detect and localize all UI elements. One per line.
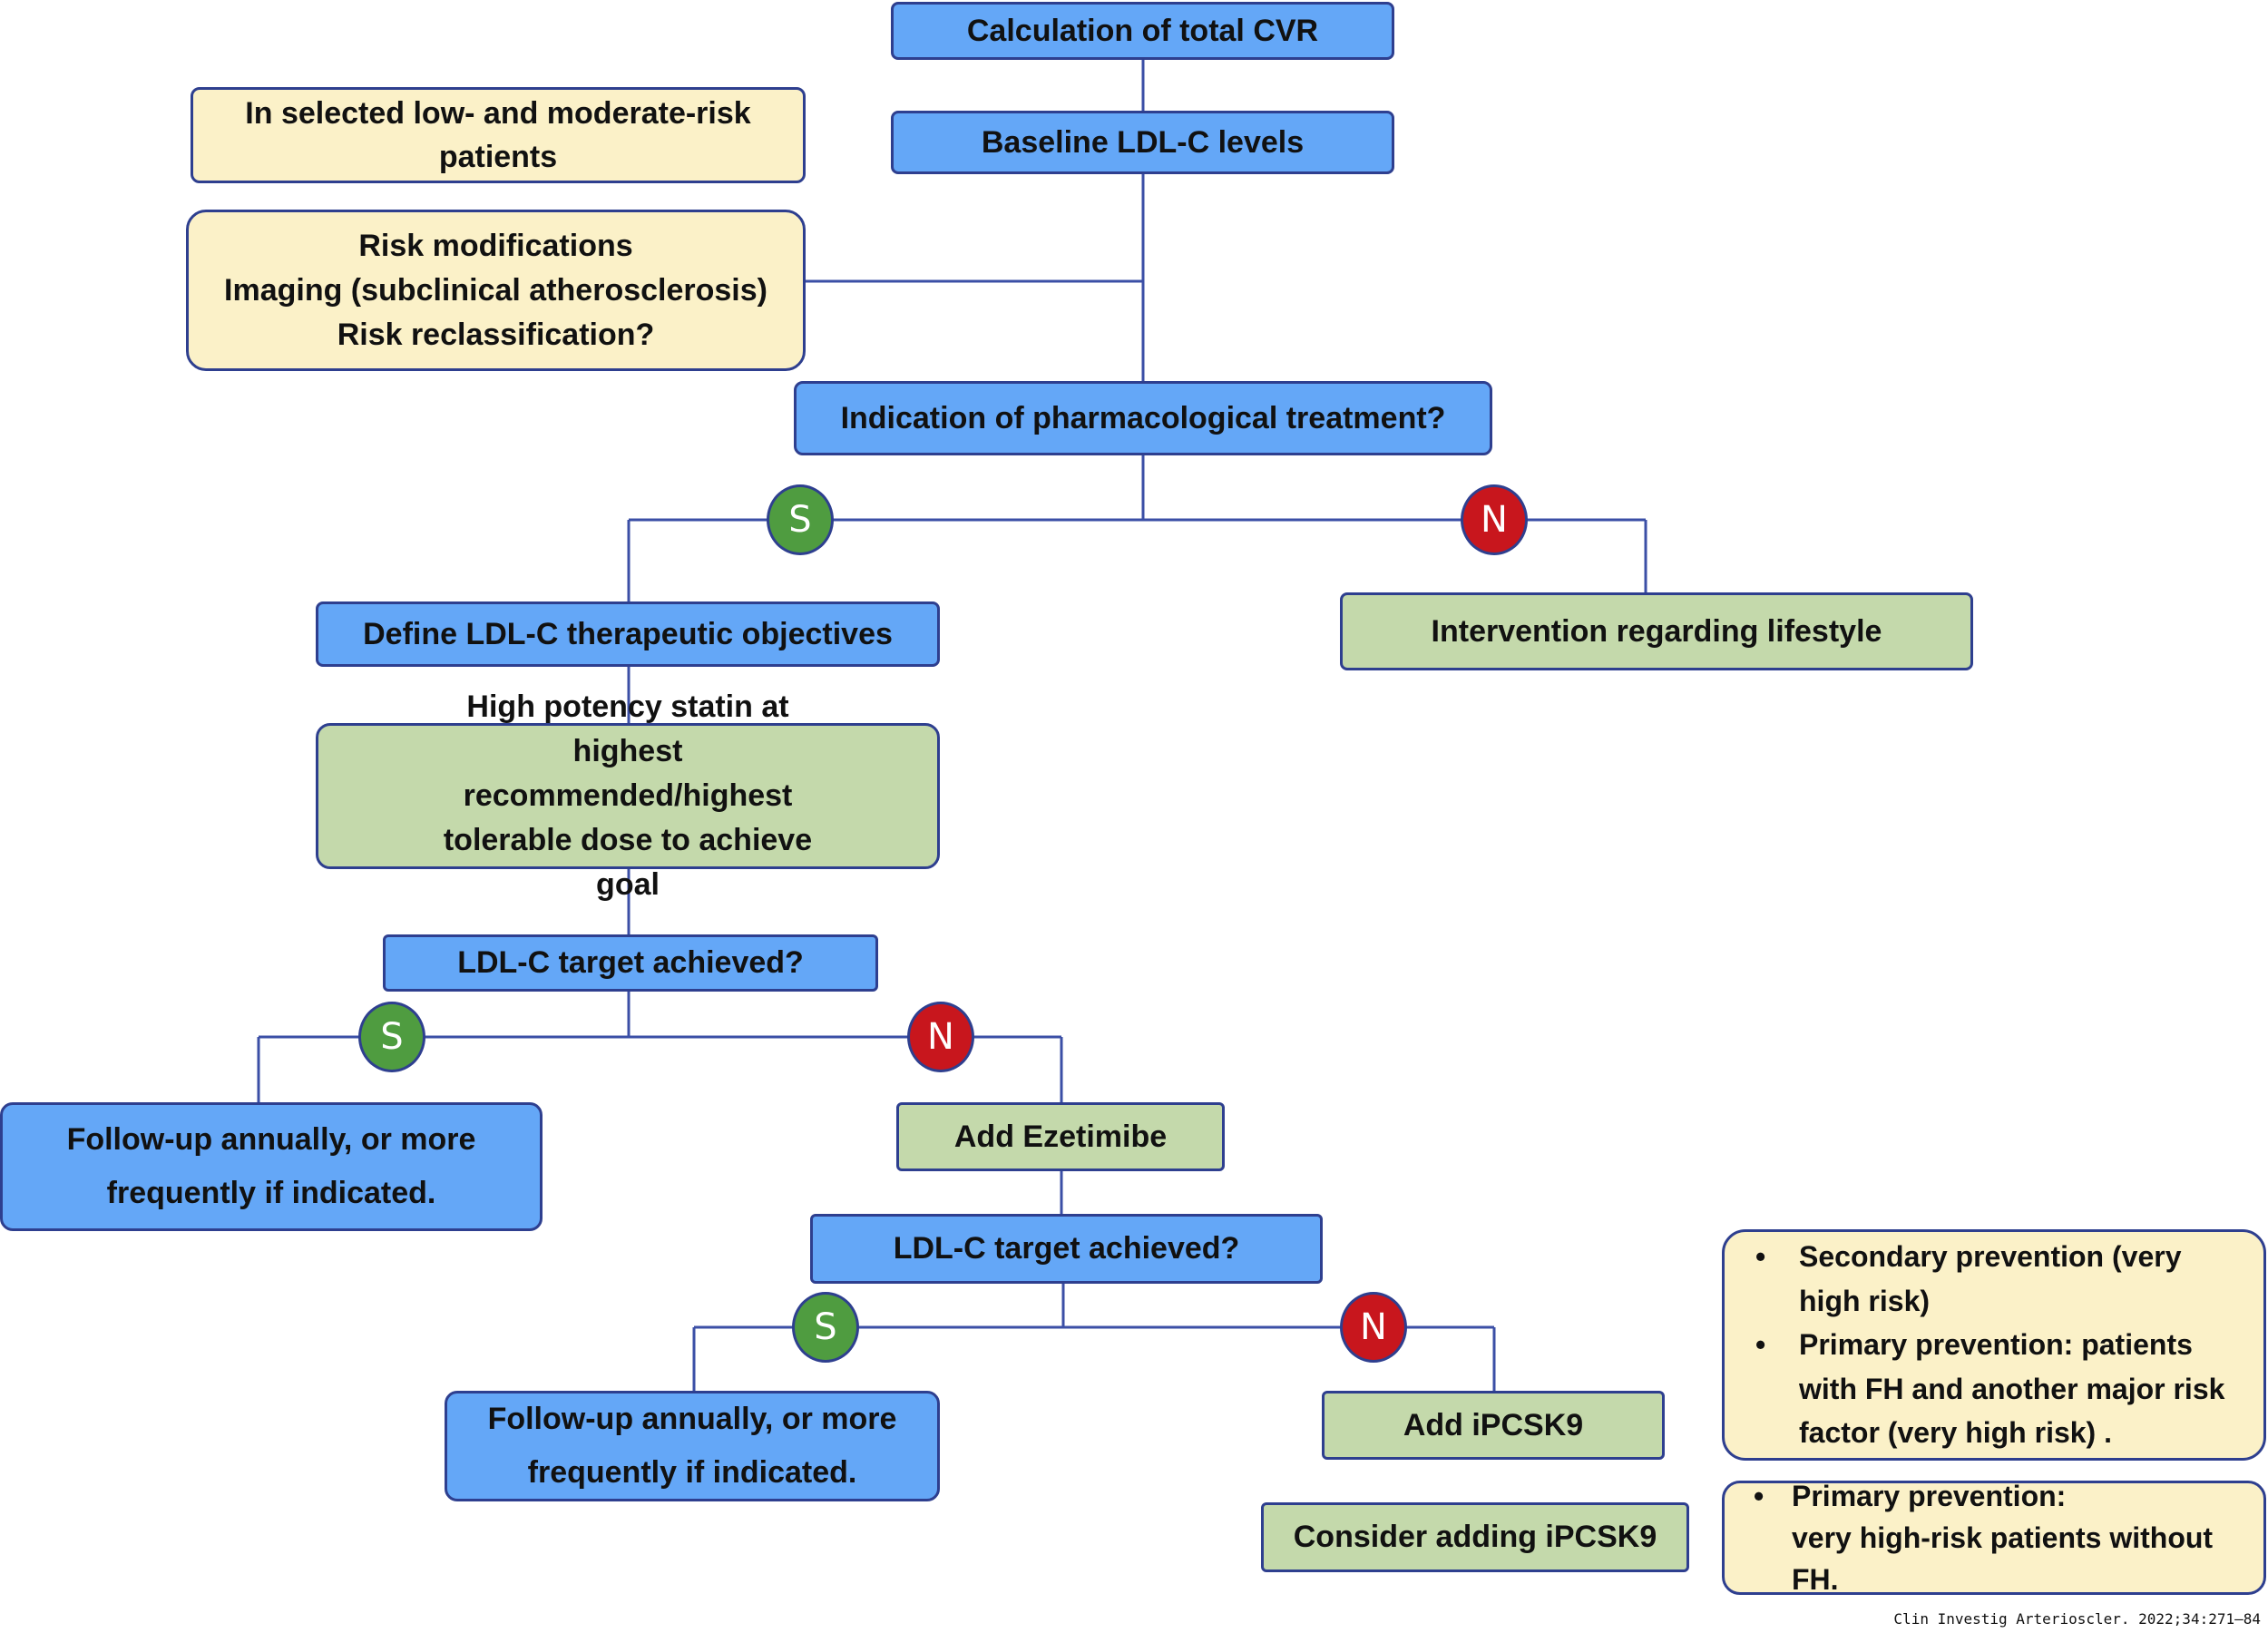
followup-2-box: Follow-up annually, or more frequently i… bbox=[445, 1391, 940, 1501]
note-list-item: Primary prevention: patients with FH and… bbox=[1735, 1323, 2247, 1455]
note-list-item: Primary prevention: very high-risk patie… bbox=[1734, 1475, 2254, 1600]
baseline-ldl-box: Baseline LDL-C levels bbox=[891, 111, 1394, 174]
target-achieved-1-label: LDL-C target achieved? bbox=[457, 945, 804, 980]
add-ezetimibe-label: Add Ezetimibe bbox=[953, 1119, 1168, 1154]
add-ipcsk9-box: Add iPCSK9 bbox=[1322, 1391, 1665, 1460]
indication-treatment-label: Indication of pharmacological treatment? bbox=[840, 400, 1446, 435]
calc-cvr-label: Calculation of total CVR bbox=[966, 13, 1319, 48]
consider-ipcsk9-label: Consider adding iPCSK9 bbox=[1293, 1520, 1657, 1554]
indication-treatment-box: Indication of pharmacological treatment? bbox=[794, 381, 1492, 455]
add-ezetimibe-box: Add Ezetimibe bbox=[896, 1102, 1225, 1171]
yes-decision-circle: S bbox=[792, 1292, 859, 1363]
followup-1-label: Follow-up annually, or more frequently i… bbox=[66, 1122, 476, 1210]
lifestyle-box: Intervention regarding lifestyle bbox=[1340, 592, 1973, 670]
add-ipcsk9-label: Add iPCSK9 bbox=[1403, 1407, 1584, 1442]
consider-ipcsk9-box: Consider adding iPCSK9 bbox=[1261, 1502, 1689, 1572]
very-high-risk-list: Secondary prevention (very high risk) Pr… bbox=[1735, 1235, 2247, 1455]
without-fh-list: Primary prevention: very high-risk patie… bbox=[1734, 1475, 2254, 1600]
high-potency-statin-label: High potency statin at highest recommend… bbox=[443, 689, 813, 902]
high-potency-statin-box: High potency statin at highest recommend… bbox=[316, 689, 940, 902]
selected-patients-box: In selected low- and moderate-risk patie… bbox=[191, 87, 806, 183]
yes-decision-label: S bbox=[380, 1016, 404, 1058]
calc-cvr-box: Calculation of total CVR bbox=[891, 2, 1394, 60]
target-achieved-2-label: LDL-C target achieved? bbox=[893, 1231, 1240, 1266]
no-decision-label: N bbox=[1481, 499, 1508, 541]
target-achieved-1-box: LDL-C target achieved? bbox=[383, 934, 878, 992]
risk-reclassification-label: Risk reclassification? bbox=[337, 317, 655, 352]
risk-modifications-box: Risk modifications Imaging (subclinical … bbox=[186, 210, 806, 371]
baseline-ldl-label: Baseline LDL-C levels bbox=[981, 124, 1305, 160]
very-high-risk-note: Secondary prevention (very high risk) Pr… bbox=[1722, 1229, 2266, 1461]
yes-decision-circle: S bbox=[358, 1002, 425, 1072]
selected-patients-label: In selected low- and moderate-risk patie… bbox=[245, 96, 751, 174]
define-objectives-box: Define LDL-C therapeutic objectives bbox=[316, 601, 940, 667]
risk-modifications-label: Risk modifications bbox=[358, 228, 633, 263]
imaging-label: Imaging (subclinical atherosclerosis) bbox=[224, 272, 767, 308]
note-list-item: Secondary prevention (very high risk) bbox=[1735, 1235, 2247, 1323]
no-decision-circle: N bbox=[1461, 484, 1528, 555]
define-objectives-label: Define LDL-C therapeutic objectives bbox=[363, 616, 893, 651]
no-decision-circle: N bbox=[1340, 1292, 1407, 1363]
yes-decision-circle: S bbox=[767, 484, 834, 555]
followup-1-box: Follow-up annually, or more frequently i… bbox=[0, 1102, 543, 1231]
no-decision-label: N bbox=[1360, 1306, 1387, 1348]
citation-text: Clin Investig Arterioscler. 2022;34:271–… bbox=[1893, 1610, 2261, 1628]
no-decision-label: N bbox=[927, 1016, 954, 1058]
no-decision-circle: N bbox=[907, 1002, 974, 1072]
without-fh-note: Primary prevention: very high-risk patie… bbox=[1722, 1475, 2266, 1596]
lifestyle-label: Intervention regarding lifestyle bbox=[1431, 613, 1882, 649]
yes-decision-label: S bbox=[788, 499, 812, 541]
followup-2-label: Follow-up annually, or more frequently i… bbox=[487, 1402, 897, 1490]
yes-decision-label: S bbox=[814, 1306, 837, 1348]
target-achieved-2-box: LDL-C target achieved? bbox=[810, 1214, 1323, 1284]
